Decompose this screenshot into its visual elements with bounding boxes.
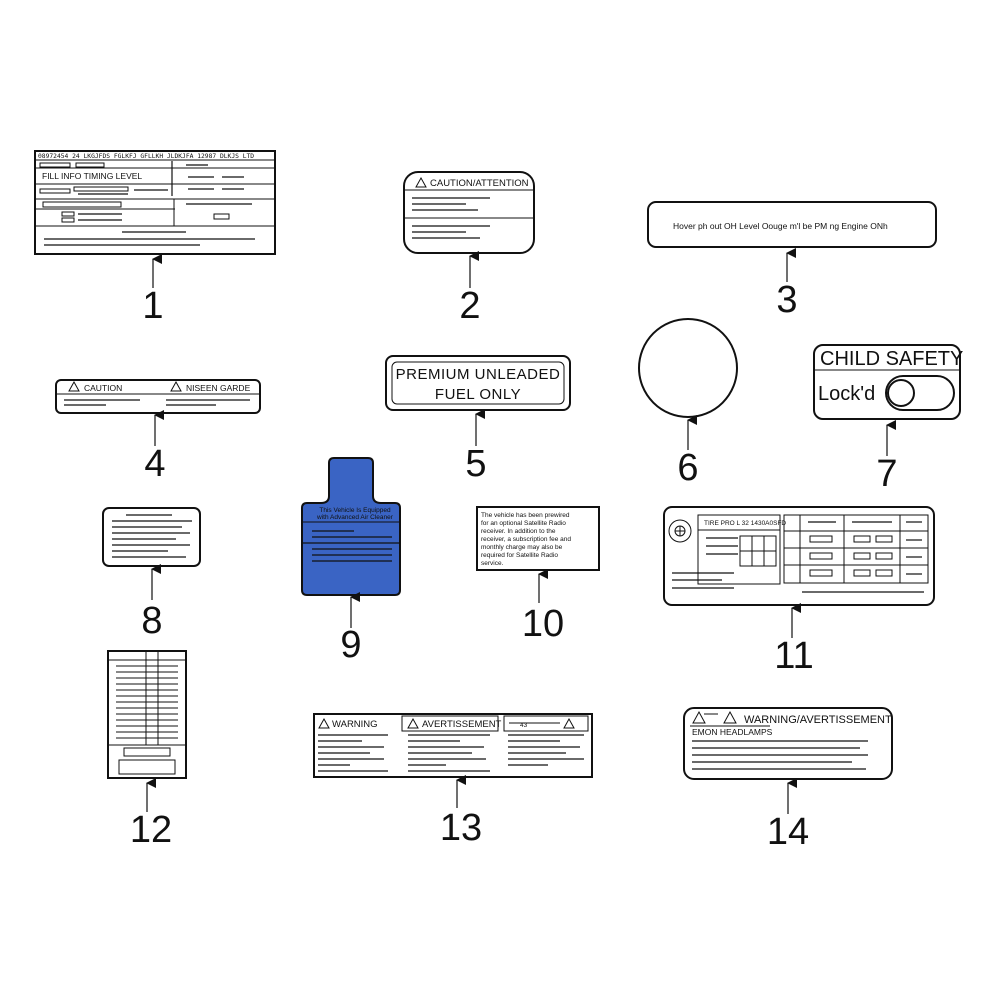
label-13-warning-label: WARNING AVERTISSEMENT 43 (313, 713, 593, 778)
label-14-number: 14 (767, 811, 809, 853)
label-11-header: TIRE PRO L 32 1430A0SFD (704, 520, 786, 527)
label-13-avert: AVERTISSEMENT (422, 719, 502, 730)
label-10-line-5: monthly charge may also be (481, 544, 563, 551)
warning-triangle-icon (723, 710, 737, 724)
label-7-number: 7 (876, 453, 897, 495)
label-10-satellite-radio-label: The vehicle has been prewired for an opt… (476, 506, 600, 571)
label-4-caution-label: CAUTION NISEEN GARDE (55, 379, 261, 414)
label-13-number: 13 (440, 807, 482, 849)
label-14-subtitle: EMON HEADLAMPS (692, 727, 773, 737)
label-5-number: 5 (465, 443, 486, 485)
label-12-number: 12 (130, 809, 172, 851)
warning-triangle-icon (692, 710, 706, 724)
label-10-line-6: required for Satellite Radio (481, 552, 558, 559)
label-3-oil-level-label: Hover ph out OH Level Oouge m'l be PM ng… (647, 201, 937, 248)
label-4-left: CAUTION (84, 383, 122, 393)
label-11-number: 11 (774, 635, 813, 677)
label-2-title: CAUTION/ATTENTION (430, 178, 529, 189)
label-11-tire-placard: TIRE PRO L 32 1430A0SFD (663, 506, 935, 606)
label-9-line2: with Advanced Air Cleaner (316, 514, 394, 521)
warning-triangle-icon (563, 717, 575, 729)
label-1-emission-info: 08972454 24 LKGJFDS FGLKFJ GFLLKH JLDKJF… (34, 150, 276, 255)
label-9-tag-shape (301, 457, 401, 596)
label-13-warning: WARNING (332, 719, 378, 730)
warning-triangle-icon (170, 380, 182, 392)
label-8-number: 8 (141, 600, 162, 642)
label-6-number: 6 (677, 447, 698, 489)
label-8-info-label (102, 507, 201, 567)
label-7-lock: Lock'd (818, 383, 875, 405)
label-5-line1: PREMIUM UNLEADED (396, 366, 561, 383)
label-12-vertical-chart-label (107, 650, 187, 779)
label-7-title: CHILD SAFETY (820, 348, 963, 370)
warning-triangle-icon (68, 380, 80, 392)
label-13-code: 43 (520, 722, 528, 729)
label-3-text: Hover ph out OH Level Oouge m'l be PM ng… (673, 221, 888, 231)
label-7-child-safety-label: CHILD SAFETY Lock'd (813, 344, 963, 420)
label-2-caution-label: CAUTION/ATTENTION (403, 171, 535, 254)
warning-triangle-icon (407, 717, 419, 729)
label-4-number: 4 (144, 443, 165, 485)
label-5-fuel-label: PREMIUM UNLEADED FUEL ONLY (385, 355, 571, 411)
label-5-line2: FUEL ONLY (435, 386, 521, 403)
label-1-title: FILL INFO TIMING LEVEL (42, 171, 142, 181)
label-1-header: 08972454 24 LKGJFDS FGLKFJ GFLLKH JLDKJF… (38, 153, 254, 160)
label-9-line1: This Vehicle Is Equipped (319, 507, 391, 514)
label-14-headlamp-warning-label: WARNING/AVERTISSEMENT EMON HEADLAMPS (683, 707, 893, 780)
warning-triangle-icon (318, 717, 330, 729)
label-10-line-1: The vehicle has been prewired (481, 512, 570, 519)
label-3-number: 3 (776, 279, 797, 321)
label-10-number: 10 (522, 603, 564, 645)
label-2-number: 2 (459, 285, 480, 327)
label-10-line-2: for an optional Satellite Radio (481, 520, 566, 527)
label-6-round-label (638, 318, 738, 418)
label-1-number: 1 (142, 285, 163, 327)
label-10-line-7: service. (481, 560, 504, 567)
label-9-air-cleaner-tag: This Vehicle Is Equipped with Advanced A… (301, 457, 401, 596)
label-14-title: WARNING/AVERTISSEMENT (744, 714, 892, 726)
lock-toggle-icon (885, 375, 955, 411)
warning-triangle-icon (415, 176, 427, 188)
tire-icon (668, 519, 692, 543)
label-10-line-3: receiver. In addition to the (481, 528, 556, 535)
label-4-right: NISEEN GARDE (186, 383, 251, 393)
label-9-number: 9 (340, 624, 361, 666)
label-10-line-4: receiver, a subscription fee and (481, 536, 571, 543)
